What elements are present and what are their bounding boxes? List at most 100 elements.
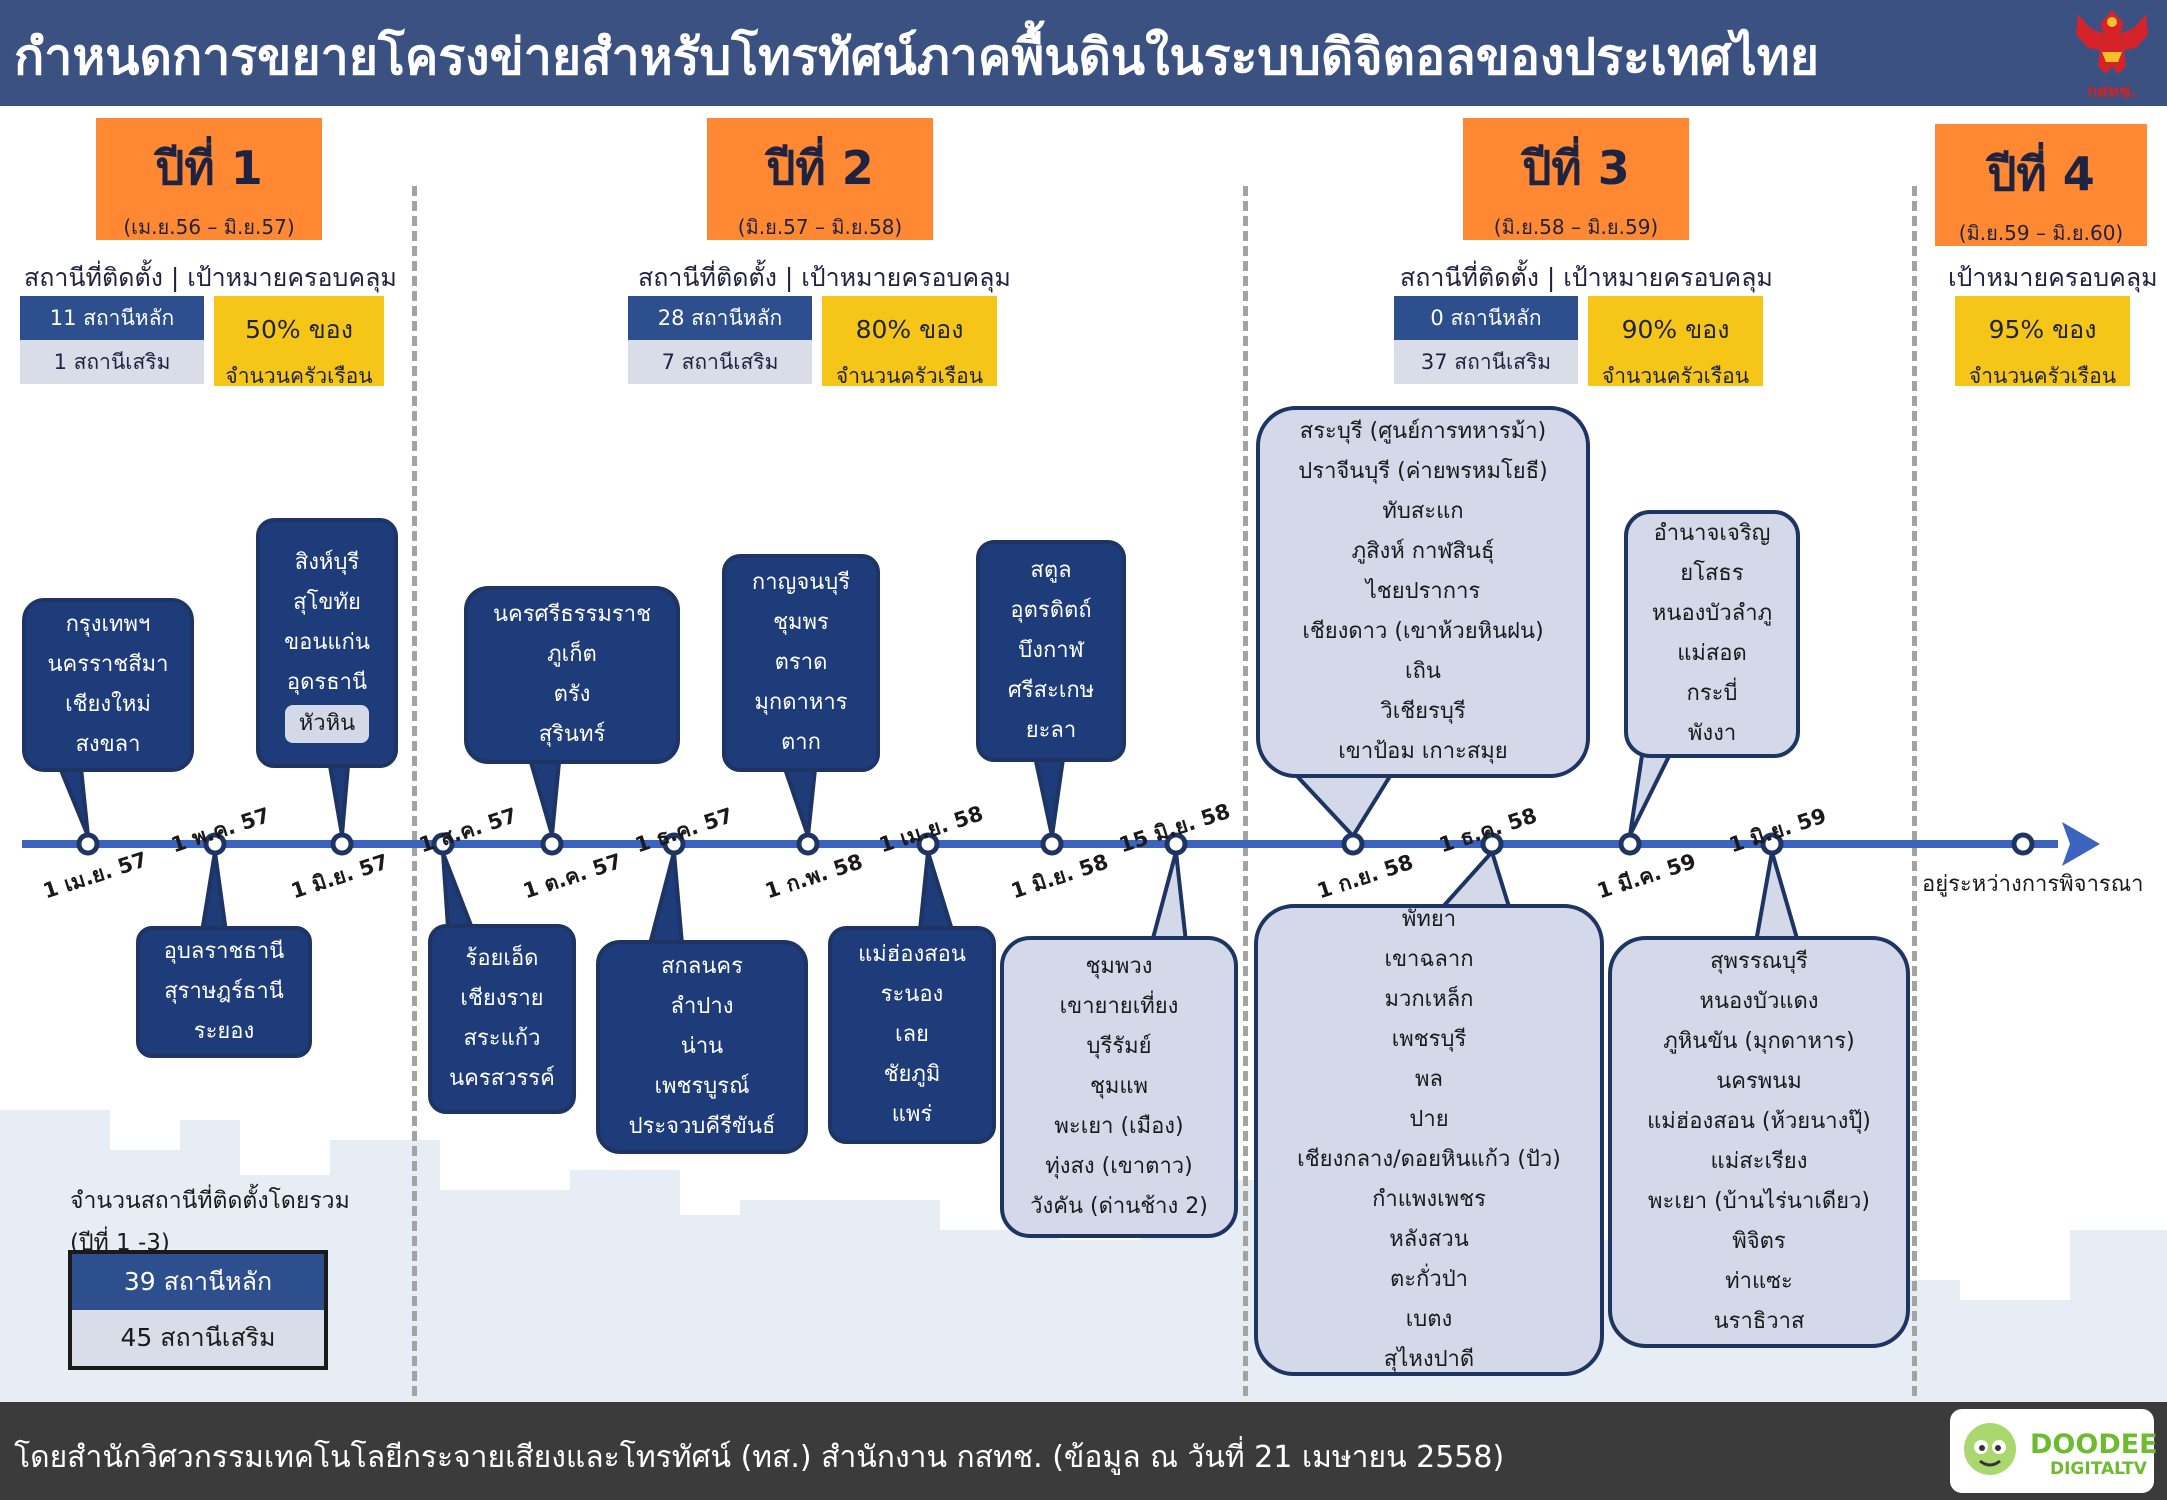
bubble-7-feb58: กาญจนบุรี ชุมพร ตราด มุกดาหาร ตาก [722, 554, 880, 772]
year-2-box: ปีที่ 2 (มิ.ย.57 – มิ.ย.58) [707, 118, 933, 240]
bubble-11-item-3: ทับสะแก [1382, 499, 1464, 524]
year-1-title: ปีที่ 1 [155, 141, 263, 195]
bubble-13-mar59: อำนาจเจริญ ยโสธร หนองบัวลำภู แม่สอด กระบ… [1624, 510, 1800, 758]
bubble-4-item-1: ร้อยเอ็ด [465, 946, 539, 971]
bubble-6-item-2: ลำปาง [670, 994, 734, 1019]
year-1-sub-stations: 1 สถานีเสริม [20, 340, 204, 384]
bubble-10-item-6: ทุ่งสง (เขาตาว) [1045, 1154, 1193, 1179]
bubble-6-item-1: สกลนคร [661, 954, 743, 979]
bubble-12-item-6: ปาย [1409, 1107, 1449, 1132]
bubble-10-item-4: ชุมแพ [1089, 1074, 1149, 1099]
bubble-11-item-8: วิเชียรบุรี [1380, 699, 1466, 724]
bubble-10-item-3: บุรีรัมย์ [1086, 1034, 1152, 1059]
bubble-14-item-8: พิจิตร [1732, 1229, 1786, 1254]
bubble-5-oct57: นครศรีธรรมราช ภูเก็ต ตรัง สุรินทร์ [464, 586, 680, 764]
year-1-coverage-sub: จำนวนครัวเรือน [225, 364, 373, 388]
bubble-12-item-3: มวกเหล็ก [1384, 987, 1474, 1012]
bubble-13-item-3: หนองบัวลำภู [1651, 601, 1773, 626]
bubble-3-sub-item: หัวหิน [284, 705, 370, 743]
bubble-11-item-9: เขาป้อม เกาะสมุย [1338, 739, 1508, 764]
bubble-1-item-2: นครราชสีมา [47, 652, 169, 677]
bubble-14-item-4: นครพนม [1716, 1069, 1802, 1094]
bubble-12-item-5: พล [1415, 1067, 1443, 1092]
year-1-main-stations: 11 สถานีหลัก [20, 296, 204, 340]
year-3-coverage-pct: 90% ของ [1621, 315, 1730, 344]
bubble-7-item-1: กาญจนบุรี [751, 570, 851, 595]
year-4-coverage-sub: จำนวนครัวเรือน [1968, 364, 2117, 388]
garuda-emblem-icon: กสทช. [2062, 4, 2162, 102]
logo-sub: DIGITALTV [2050, 1459, 2147, 1479]
bubble-14-item-7: พะเยา (บ้านไร่นาเดียว) [1648, 1189, 1870, 1214]
footer-credit: โดยสำนักวิศวกรรมเทคโนโลยีกระจายเสียงและโ… [14, 1440, 1505, 1475]
year-1-coverage: 50% ของ จำนวนครัวเรือน [214, 296, 384, 388]
year-1-box: ปีที่ 1 (เม.ย.56 – มิ.ย.57) [96, 118, 322, 240]
totals-title: จำนวนสถานีที่ติดตั้งโดยรวม (ปีที่ 1 -3) [70, 1180, 350, 1264]
totals-title-line-1: จำนวนสถานีที่ติดตั้งโดยรวม [70, 1188, 350, 1214]
bubble-2-may57: อุบลราชธานี สุราษฎร์ธานี ระยอง [136, 926, 312, 1058]
bubble-10-15jun58: ชุมพวง เขายายเที่ยง บุรีรัมย์ ชุมแพ พะเย… [1000, 936, 1238, 1238]
bubble-1-item-1: กรุงเทพฯ [65, 612, 151, 637]
bubble-11-item-2: ปราจีนบุรี (ค่ายพรหมโยธี) [1298, 459, 1548, 484]
year-4-range: (มิ.ย.59 – มิ.ย.60) [1958, 221, 2124, 245]
year-separator-3 [1912, 186, 1917, 1396]
bubble-12-item-12: สุไหงปาดี [1383, 1347, 1475, 1372]
year-2-range: (มิ.ย.57 – มิ.ย.58) [737, 215, 903, 239]
bubble-9-item-2: อุตรดิตถ์ [1010, 598, 1092, 623]
bubble-7-item-2: ชุมพร [773, 610, 829, 635]
bubble-5-item-4: สุรินทร์ [538, 722, 606, 747]
year-separator-1 [412, 186, 417, 1396]
bubble-11-item-4: ภูสิงห์ กาฬสินธุ์ [1351, 539, 1495, 564]
bubble-2-item-3: ระยอง [193, 1019, 255, 1044]
bubble-14-item-2: หนองบัวแดง [1699, 989, 1819, 1014]
bubble-6-item-5: ประจวบคีรีขันธ์ [628, 1114, 776, 1139]
bubble-13-item-4: แม่สอด [1677, 641, 1747, 666]
bubble-1-apr57: กรุงเทพฯ นครราชสีมา เชียงใหม่ สงขลา [22, 598, 194, 772]
bubble-8-item-5: แพร่ [891, 1102, 933, 1127]
bubble-8-apr58: แม่ฮ่องสอน ระนอง เลย ชัยภูมิ แพร่ [828, 926, 996, 1144]
bubble-2-item-1: อุบลราชธานี [163, 939, 285, 964]
bubble-6-item-4: เพชรบูรณ์ [654, 1074, 750, 1099]
bubble-1-item-4: สงขลา [75, 732, 141, 757]
bubble-12-item-10: ตะกั่วป่า [1389, 1267, 1469, 1292]
pending-label: อยู่ระหว่างการพิจารณา [1922, 872, 2144, 897]
bubble-4-item-3: สระแก้ว [463, 1026, 541, 1051]
bubble-5-item-3: ตรัง [553, 682, 591, 707]
bubble-5-item-2: ภูเก็ต [547, 642, 597, 667]
page-title: กำหนดการขยายโครงข่ายสำหรับโทรทัศน์ภาคพื้… [14, 28, 1820, 86]
bubble-4-item-2: เชียงราย [460, 986, 544, 1011]
bubble-9-item-4: ศรีสะเกษ [1007, 678, 1095, 703]
year-2-coverage: 80% ของ จำนวนครัวเรือน [822, 296, 997, 388]
year-separator-2 [1243, 186, 1248, 1396]
bubble-10-item-2: เขายายเที่ยง [1059, 994, 1179, 1019]
bubble-12-item-9: หลังสวน [1389, 1227, 1469, 1252]
bubble-3-item-1: สิงห์บุรี [294, 550, 360, 575]
year-2-section-label: สถานีที่ติดตั้ง | เป้าหมายครอบคลุม [638, 263, 1011, 292]
bubble-14-item-10: นราธิวาส [1713, 1309, 1805, 1334]
year-3-title: ปีที่ 3 [1522, 141, 1630, 195]
year-2-coverage-sub: จำนวนครัวเรือน [835, 364, 984, 388]
bubble-8-item-4: ชัยภูมิ [883, 1062, 941, 1087]
bubble-14-item-6: แม่สะเรียง [1710, 1149, 1808, 1174]
bubble-12-item-4: เพชรบุรี [1391, 1027, 1467, 1052]
bubble-12-item-1: พัทยา [1401, 907, 1457, 932]
bubble-12-item-2: เขาฉลาก [1384, 947, 1474, 972]
bubble-1-item-3: เชียงใหม่ [65, 692, 151, 717]
bubble-8-item-1: แม่ฮ่องสอน [858, 942, 966, 967]
year-2-main-stations: 28 สถานีหลัก [628, 296, 812, 340]
year-3-coverage: 90% ของ จำนวนครัวเรือน [1588, 296, 1763, 388]
bubble-10-item-5: พะเยา (เมือง) [1054, 1114, 1184, 1139]
bubble-11-item-5: ไชยปราการ [1365, 579, 1481, 604]
bubble-14-item-9: ท่าแซะ [1725, 1269, 1793, 1294]
bubble-6-item-3: น่าน [680, 1034, 724, 1059]
bubble-14-item-3: ภูหินขัน (มุกดาหาร) [1663, 1029, 1855, 1054]
bubble-3-item-4: อุดรธานี [286, 670, 368, 695]
bubble-14-item-1: สุพรรณบุรี [1710, 949, 1808, 974]
header-bar: กำหนดการขยายโครงข่ายสำหรับโทรทัศน์ภาคพื้… [0, 0, 2167, 106]
bubble-11-item-6: เชียงดาว (เขาห้วยหินฝน) [1302, 619, 1544, 644]
bubble-9-item-5: ยะลา [1025, 718, 1077, 743]
bubble-13-item-5: กระบี่ [1686, 681, 1738, 706]
doodee-logo: DOODEE DIGITALTV [1950, 1409, 2158, 1493]
year-1-section-label: สถานีที่ติดตั้ง | เป้าหมายครอบคลุม [24, 263, 397, 292]
bubble-10-item-1: ชุมพวง [1085, 954, 1153, 979]
bubble-11-item-1: สระบุรี (ศูนย์การทหารม้า) [1299, 419, 1547, 444]
